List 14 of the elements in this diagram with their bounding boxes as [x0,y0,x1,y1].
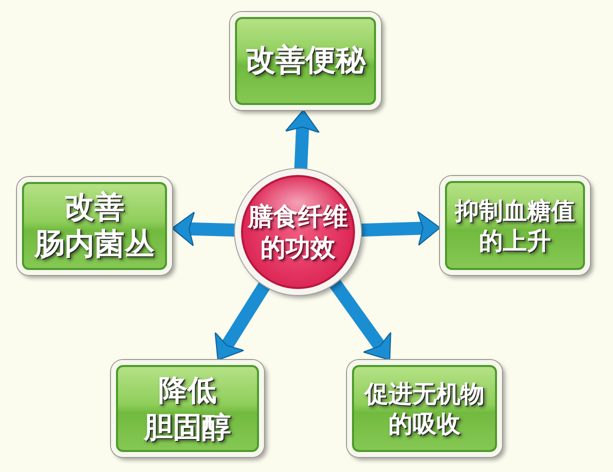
node-label: 改善便秘 [246,42,366,80]
rounded-box [347,360,502,457]
node-label: 膳食纤维的功效 [248,200,348,264]
node-label: 改善肠内菌丛 [34,188,154,264]
rounded-box [440,176,590,275]
arrow [172,211,236,246]
rounded-box [111,360,264,457]
arrow [360,210,440,246]
node-label: 促进无机物的吸收 [364,378,484,438]
node-label: 降低胆固醇 [144,372,231,445]
arrow [284,110,320,170]
node-label: 抑制血糖值的上升 [455,196,575,256]
rounded-box [230,12,381,110]
rounded-box [17,177,172,275]
